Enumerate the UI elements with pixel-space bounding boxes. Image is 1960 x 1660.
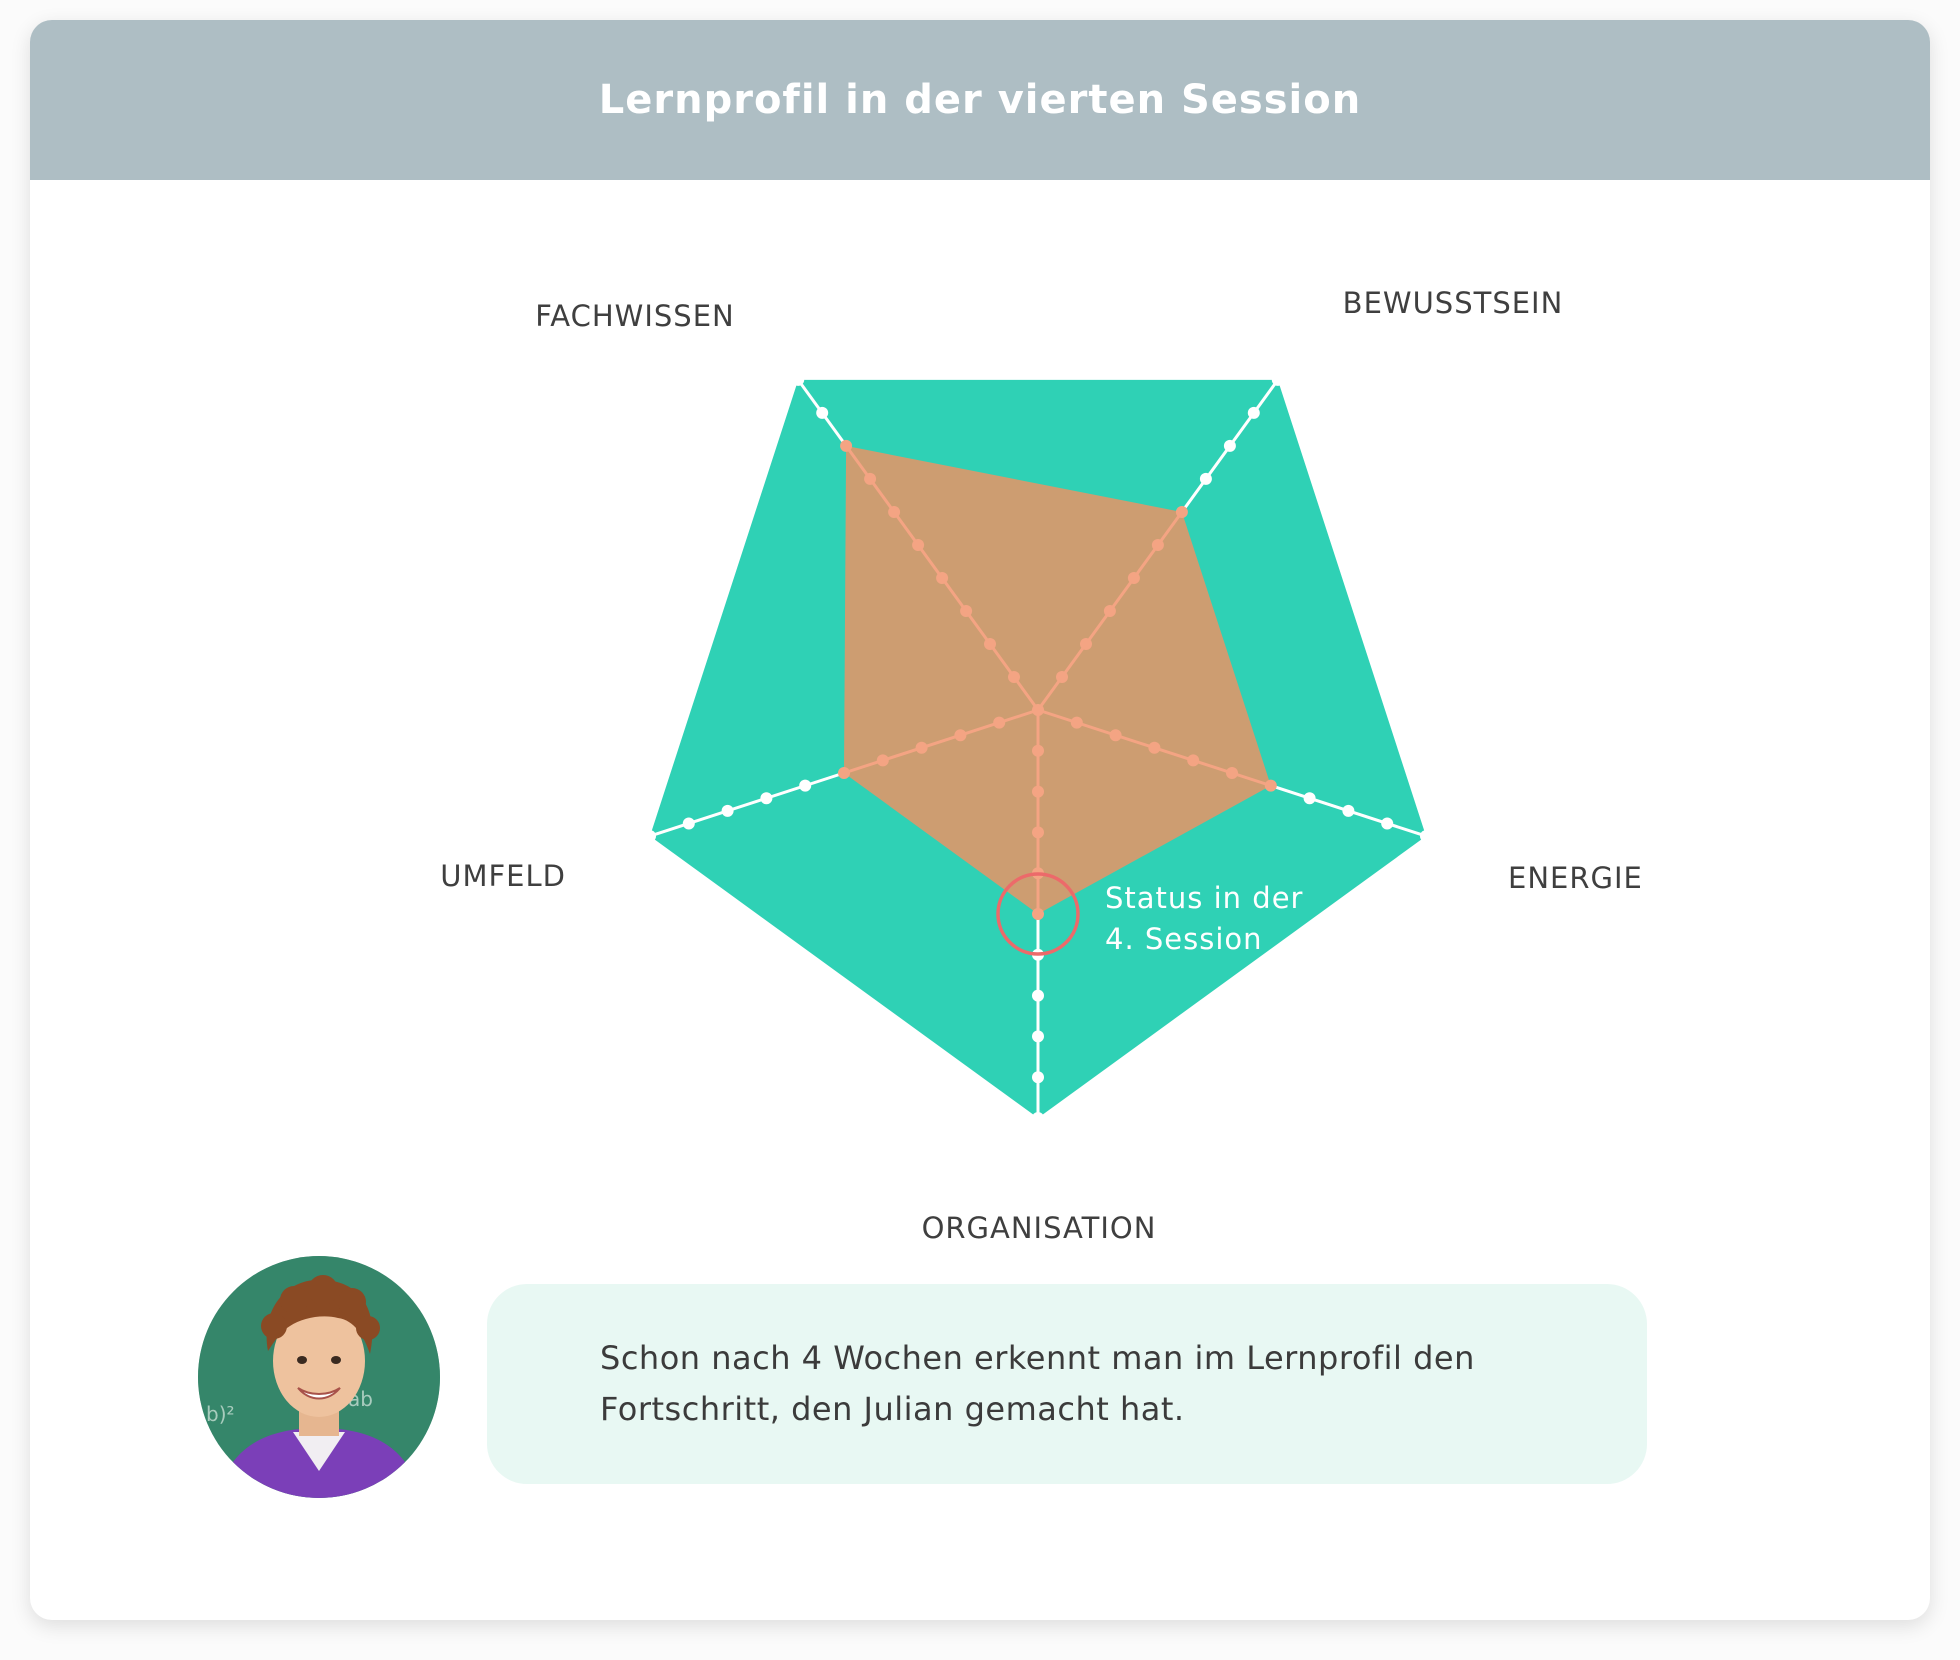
radar-tick-dot	[915, 741, 928, 754]
radar-tick-dot	[936, 572, 949, 584]
radar-tick-dot	[1264, 779, 1277, 792]
svg-text:b)²: b)²	[206, 1402, 235, 1426]
radar-tick-dot	[1032, 908, 1044, 920]
page-title: Lernprofil in der vierten Session	[598, 77, 1362, 123]
radar-tick-dot	[1151, 539, 1164, 551]
radar-tick-dot	[1032, 785, 1044, 798]
status-marker-ring	[996, 872, 1080, 956]
radar-tick-dot	[1032, 1071, 1044, 1084]
radar-tick-dot	[1271, 373, 1284, 386]
status-annotation: Status in der 4. Session	[996, 872, 1314, 956]
radar-tick-dot	[1008, 671, 1020, 683]
radar-tick-dot	[1109, 729, 1122, 742]
axis-label-fachwissen: FACHWISSEN	[535, 299, 734, 333]
radar-tick-dot	[760, 792, 773, 805]
radar-tick-dot	[1103, 605, 1116, 617]
radar-tick-dot	[1223, 439, 1236, 452]
radar-tick-dot	[954, 729, 967, 742]
radar-tick-dot	[1175, 506, 1188, 518]
radar-tick-dot	[1032, 989, 1044, 1002]
radar-tick-dot	[799, 779, 812, 792]
radar-center-dot	[1032, 704, 1044, 716]
radar-axis-line-outer	[649, 771, 845, 838]
radar-tick-dot	[840, 439, 853, 452]
status-annotation-line-2: 4. Session	[1105, 922, 1263, 956]
radar-axis-line-inner	[843, 708, 1039, 775]
axis-label-bewusstsein: BEWUSSTSEIN	[1343, 286, 1564, 320]
radar-tick-dot	[876, 754, 889, 767]
radar-chart: FACHWISSEN BEWUSSTSEIN ENERGIE ORGANISATION…	[440, 286, 1643, 1245]
status-annotation-text: Status in der 4. Session	[1105, 881, 1314, 956]
axis-label-organisation: ORGANISATION	[922, 1211, 1157, 1245]
radar-tick-dot	[682, 817, 695, 830]
radar-tick-dot	[993, 716, 1006, 729]
card-header: Lernprofil in der vierten Session	[30, 20, 1930, 180]
radar-tick-dot	[1148, 741, 1161, 754]
radar-tick-dot	[1199, 472, 1212, 485]
radar-tick-dot	[912, 539, 925, 551]
radar-tick-dot	[1226, 767, 1238, 779]
radar-tick-dot	[644, 830, 656, 843]
radar-tick-dot	[1032, 1030, 1044, 1043]
radar-tick-dot	[1032, 744, 1044, 757]
radar-tick-dot	[838, 767, 850, 779]
axis-label-energie: ENERGIE	[1508, 861, 1643, 895]
radar-tick-dot	[1247, 406, 1260, 419]
radar-tick-dot	[1032, 826, 1044, 839]
student-portrait-icon: b)² ab	[198, 1256, 440, 1498]
axis-label-umfeld: UMFELD	[440, 859, 566, 893]
quote-text: Schon nach 4 Wochen erkennt man im Lernp…	[600, 1339, 1475, 1428]
radar-tick-dot	[1056, 671, 1068, 683]
radar-tick-dot	[1342, 804, 1355, 817]
quote-box: Schon nach 4 Wochen erkennt man im Lernp…	[487, 1284, 1647, 1484]
radar-axis-labels: FACHWISSEN BEWUSSTSEIN ENERGIE ORGANISATION…	[440, 286, 1643, 1245]
radar-tick-dot	[960, 605, 973, 617]
radar-tick-dot	[1080, 638, 1092, 650]
radar-tick-dot	[1070, 716, 1083, 729]
lernprofil-card: Lernprofil in der vierten Session FACHWI…	[30, 20, 1930, 1620]
radar-tick-dot	[816, 406, 829, 419]
radar-tick-dot	[792, 373, 805, 386]
radar-tick-dot	[1127, 572, 1140, 584]
radar-tick-dot	[1303, 792, 1316, 805]
radar-tick-dot	[1420, 830, 1432, 843]
status-annotation-line-1: Status in der	[1105, 881, 1303, 915]
radar-tick-dot	[1032, 1112, 1044, 1124]
radar-tick-dot	[888, 506, 901, 518]
radar-axes-layer	[644, 373, 1432, 1124]
avatar: b)² ab	[198, 1256, 440, 1498]
radar-tick-dot	[1381, 817, 1394, 830]
radar-tick-dot	[721, 804, 734, 817]
radar-tick-dot	[984, 638, 996, 650]
radar-tick-dot	[864, 472, 877, 485]
radar-tick-dot	[1187, 754, 1200, 767]
